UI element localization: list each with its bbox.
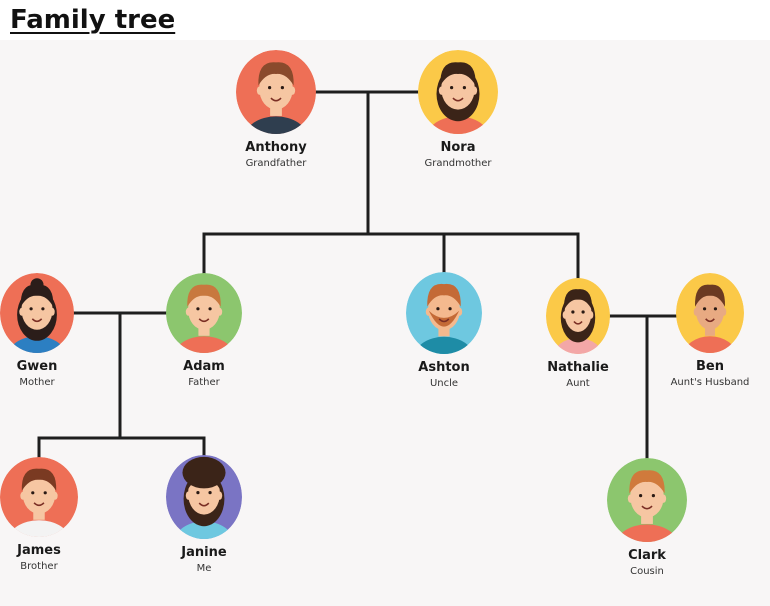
hair: [629, 470, 665, 494]
ashton-name: Ashton: [418, 360, 470, 375]
eye: [208, 307, 212, 311]
eye: [571, 310, 575, 314]
nathalie-avatar: [546, 278, 610, 354]
janine-avatar: [166, 455, 242, 539]
eye: [280, 85, 284, 90]
eye: [43, 491, 47, 495]
ben-name: Ben: [696, 359, 724, 374]
beard: [428, 310, 460, 327]
shirt: [683, 336, 737, 353]
hair: [440, 62, 476, 86]
shirt: [174, 336, 234, 353]
eye: [651, 493, 655, 498]
shirt: [8, 520, 70, 537]
gwen-name: Gwen: [16, 359, 58, 374]
hair: [563, 289, 593, 311]
mouth: [198, 318, 210, 323]
eye: [41, 307, 45, 311]
ashton-role: Uncle: [429, 378, 459, 389]
james-role: Brother: [20, 561, 58, 572]
james-avatar: [0, 457, 78, 537]
ben-avatar: [676, 273, 744, 353]
adam-name: Adam: [183, 359, 225, 374]
shirt: [615, 524, 679, 542]
eye: [268, 85, 272, 90]
face: [441, 67, 475, 110]
hair: [258, 62, 294, 86]
mouth: [31, 318, 43, 323]
clark-role: Cousin: [630, 566, 664, 577]
gwen-role: Mother: [19, 377, 55, 388]
eye: [196, 490, 200, 495]
james-name: James: [17, 543, 61, 558]
face: [564, 293, 592, 332]
shirt: [414, 336, 474, 354]
nathalie-name: Nathalie: [547, 360, 609, 375]
eye: [450, 85, 454, 90]
eye: [639, 493, 643, 498]
face: [21, 289, 53, 330]
mouth: [270, 97, 282, 102]
anthony-avatar: [236, 50, 316, 134]
eye: [713, 307, 718, 311]
face: [630, 475, 664, 518]
face: [22, 473, 56, 514]
eye: [29, 307, 33, 311]
ben-role: Aunt's Husband: [670, 377, 750, 388]
mouth: [33, 502, 45, 507]
family-tree-canvas: [0, 40, 770, 606]
anthony-role: Grandfather: [245, 158, 307, 169]
clark-name: Clark: [628, 548, 666, 563]
hair: [21, 468, 57, 491]
nora-avatar: [418, 50, 498, 134]
mouth: [452, 97, 464, 102]
nora-role: Grandmother: [424, 158, 492, 169]
adam-avatar: [166, 273, 242, 353]
shirt: [8, 336, 66, 353]
ashton-avatar: [406, 272, 482, 354]
eye: [31, 491, 35, 495]
face: [259, 67, 293, 110]
shirt: [244, 116, 308, 134]
janine-name: Janine: [181, 545, 227, 560]
shirt: [426, 116, 490, 134]
eye: [581, 310, 585, 314]
page-title: Family tree: [10, 5, 176, 35]
eye: [196, 307, 200, 311]
anthony-name: Anthony: [245, 140, 307, 155]
hair: [20, 284, 54, 307]
janine-role: Me: [196, 563, 212, 574]
eye: [448, 307, 452, 311]
hair-bun: [30, 278, 44, 292]
shirt: [174, 521, 234, 539]
eye: [702, 307, 707, 311]
clark-avatar: [607, 458, 687, 542]
nathalie-role: Aunt: [566, 378, 590, 389]
face: [695, 289, 725, 330]
gwen-avatar: [0, 273, 74, 353]
mouth: [641, 505, 653, 510]
eye: [208, 490, 212, 495]
eye: [436, 307, 440, 311]
nora-name: Nora: [440, 140, 476, 155]
hair: [694, 284, 726, 307]
mouth: [573, 320, 583, 325]
face: [188, 289, 220, 330]
mouth: [705, 318, 715, 323]
shirt: [553, 338, 603, 354]
hair: [427, 283, 461, 307]
mouth: [438, 318, 450, 323]
eye: [462, 85, 466, 90]
hair: [187, 284, 221, 307]
mouth: [198, 502, 210, 507]
adam-role: Father: [188, 377, 220, 388]
